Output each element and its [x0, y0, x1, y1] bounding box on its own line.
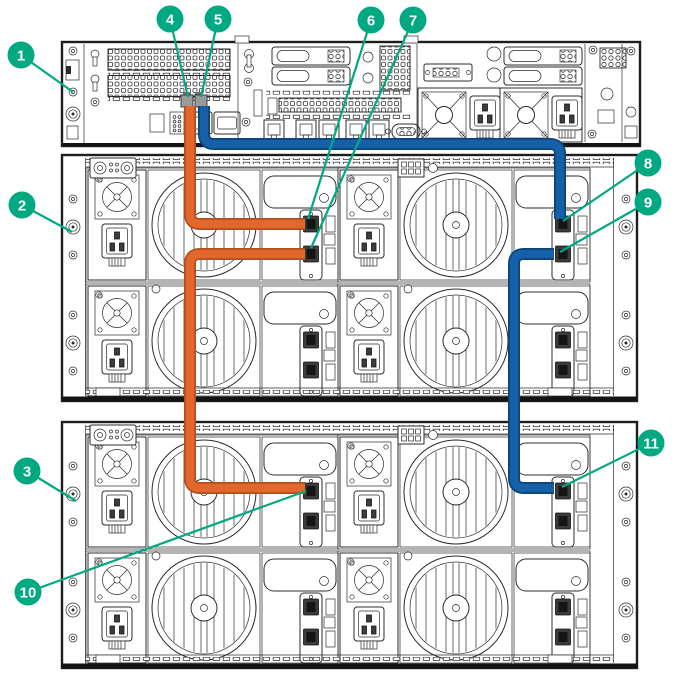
callout-8: 8 [634, 149, 662, 177]
video-connector [423, 63, 473, 82]
callout-6: 6 [357, 6, 385, 34]
callout-7: 7 [399, 6, 427, 34]
pcie-slot-vent [278, 97, 402, 113]
callout-4: 4 [156, 5, 184, 33]
callout-2-number: 2 [18, 198, 26, 215]
disk-enclosure-1 [62, 155, 637, 401]
pcie-slot-vent [107, 48, 231, 71]
leader-7 [309, 19, 415, 249]
callout-9-number: 9 [644, 195, 652, 212]
leader-10 [27, 489, 307, 594]
blue-cable-1 [199, 106, 565, 219]
disk-enclosure-2 [62, 422, 637, 668]
leader-6 [306, 19, 373, 220]
callout-11: 11 [637, 429, 665, 457]
callout-1-number: 1 [17, 48, 25, 65]
callout-6-number: 6 [367, 13, 375, 30]
callout-badges: 1 2 3 4 5 6 7 8 [7, 5, 665, 606]
orange-cable-1 [185, 106, 305, 229]
leader-9 [559, 201, 649, 253]
callout-leaders [20, 18, 652, 594]
callout-10-number: 10 [20, 585, 37, 602]
vga-port [385, 123, 427, 140]
callout-5-number: 5 [214, 12, 222, 29]
pcie-slot-vent [107, 75, 231, 97]
leader-8 [562, 162, 649, 222]
server-rear [60, 35, 642, 148]
callout-8-number: 8 [644, 156, 652, 173]
cables [184, 106, 566, 494]
blue-cable-2 [509, 249, 554, 493]
callout-3-number: 3 [23, 464, 31, 481]
callout-3: 3 [13, 457, 41, 485]
callout-4-number: 4 [166, 12, 175, 29]
callout-9: 9 [634, 188, 662, 216]
leader-11 [561, 442, 652, 488]
callout-7-number: 7 [409, 13, 417, 30]
callout-2: 2 [8, 191, 36, 219]
callout-11-number: 11 [643, 436, 659, 453]
callout-10: 10 [14, 578, 42, 606]
callout-5: 5 [204, 5, 232, 33]
callout-1: 1 [7, 41, 35, 69]
orange-cable-2 [185, 249, 305, 493]
controller-port-2-tab [195, 92, 203, 96]
